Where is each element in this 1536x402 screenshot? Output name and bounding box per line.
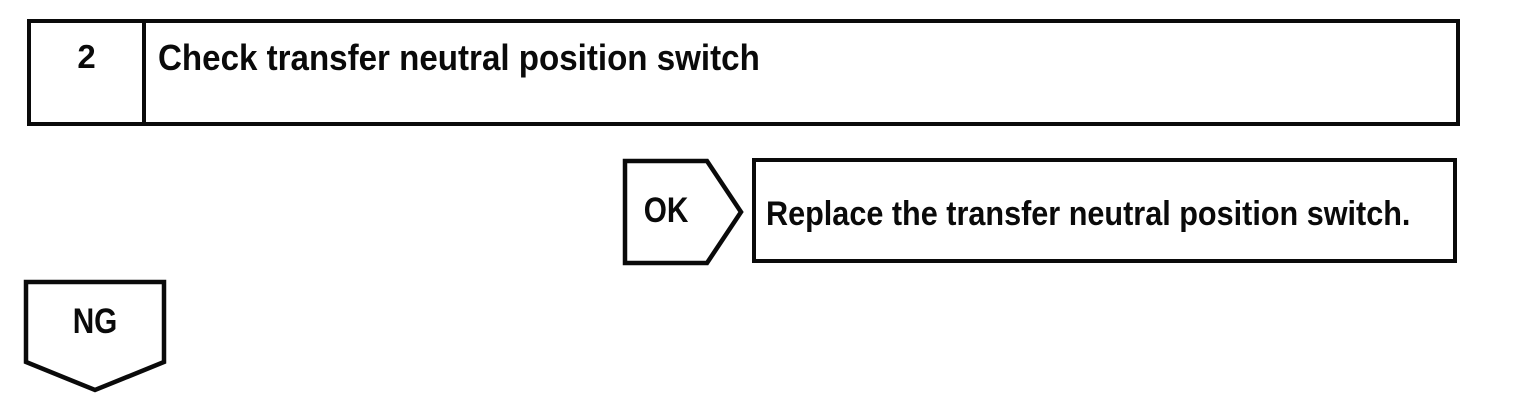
step-box <box>27 19 1460 126</box>
step-number: 2 <box>77 38 96 75</box>
ng-connector-shape <box>23 279 167 393</box>
ok-result-text: Replace the transfer neutral position sw… <box>766 195 1411 233</box>
ok-connector-label: OK <box>643 191 689 230</box>
step-number-divider <box>142 19 146 126</box>
step-title: Check transfer neutral position switch <box>158 37 760 78</box>
ok-connector-shape <box>622 158 744 266</box>
ng-connector-label: NG <box>72 302 118 341</box>
ok-result-box <box>752 158 1457 263</box>
